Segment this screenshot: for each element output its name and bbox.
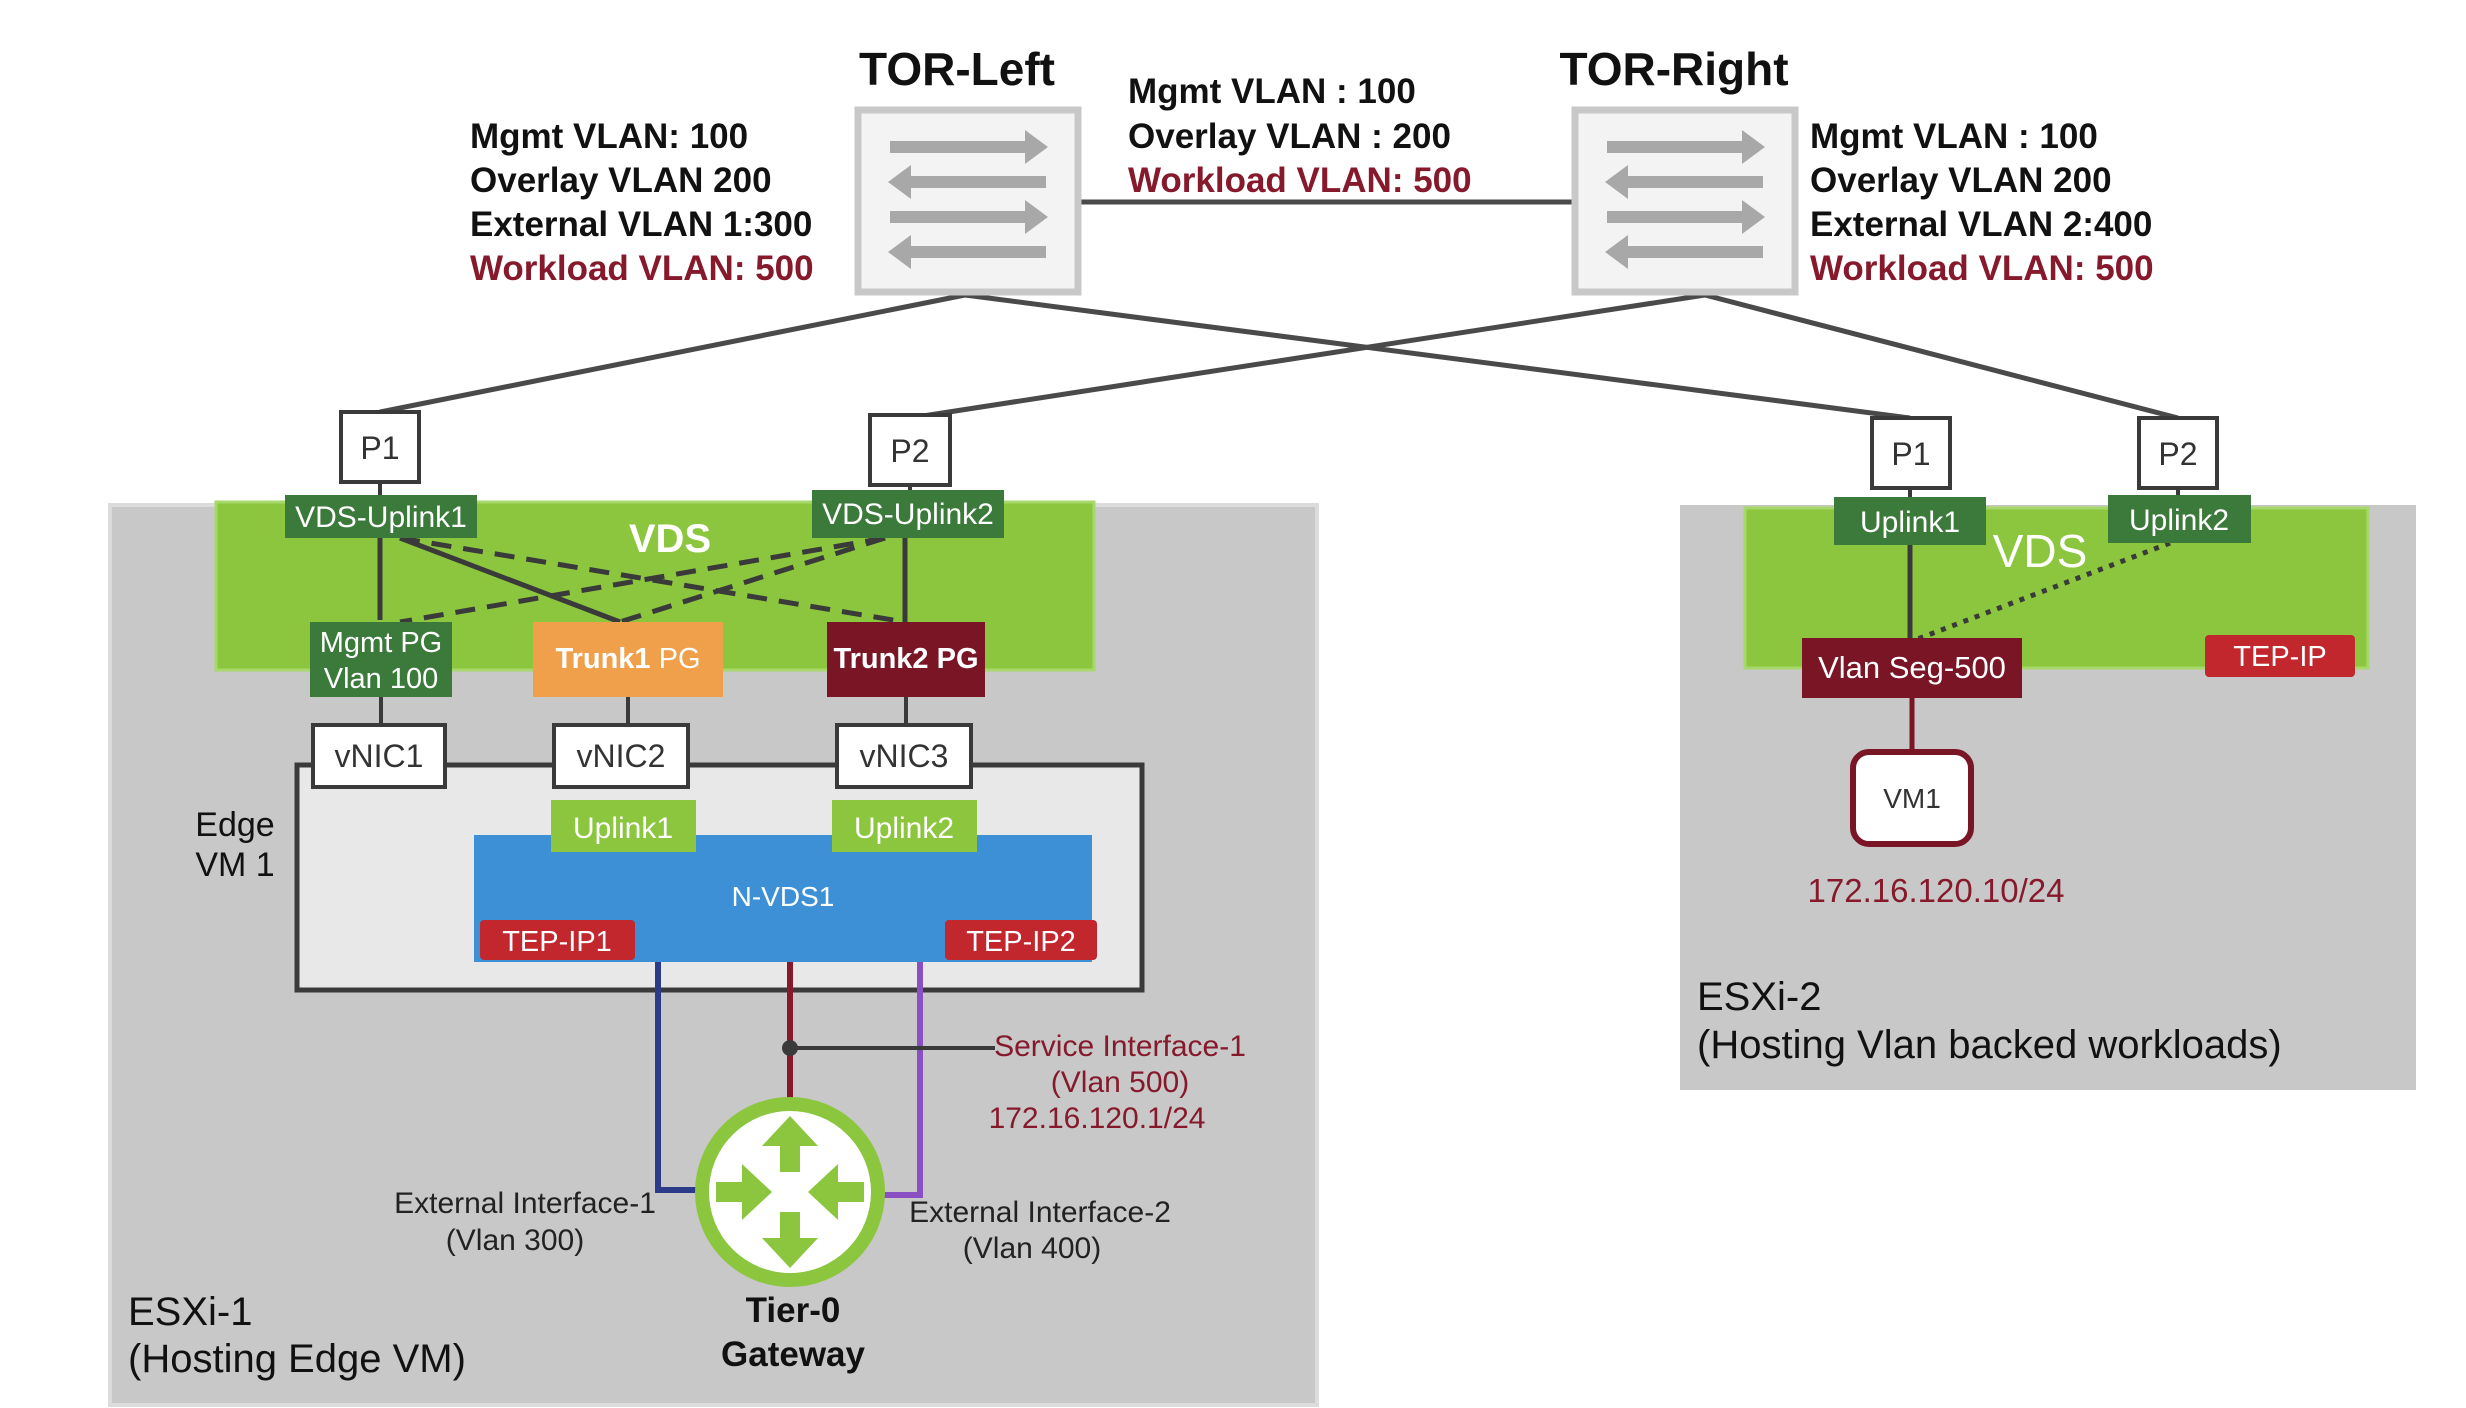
service-interface-name: Service Interface-1	[994, 1030, 1246, 1063]
esxi2-tep-ip	[2205, 635, 2355, 677]
trunk1-pg-suffix: PG	[659, 643, 701, 675]
esxi2-vds-label: VDS	[1993, 525, 2088, 577]
esxi2-label-line1: ESXi-2	[1697, 975, 1822, 1019]
esxi2-vds-uplink2	[2108, 495, 2251, 543]
mgmt-pg-line1: Mgmt PG	[320, 627, 442, 659]
vnic2-label: vNIC2	[577, 738, 666, 774]
esxi1-vds-links	[377, 535, 908, 625]
tor-left-external-vlan: External VLAN 1:300	[470, 205, 812, 244]
esxi1-label-line2: (Hosting Edge VM)	[128, 1337, 466, 1381]
esxi1-vds-uplink2-label: VDS-Uplink2	[822, 498, 994, 531]
tep-ip1	[480, 920, 635, 960]
inter-tor-config: Mgmt VLAN : 100 Overlay VLAN : 200 Workl…	[1128, 72, 1472, 200]
external-interface-2-name: External Interface-2	[909, 1196, 1171, 1229]
switch-arrows-icon	[888, 130, 1048, 269]
esxi2-tep-ip-label: TEP-IP	[2233, 641, 2326, 673]
esxi2-p1-label: P1	[1891, 436, 1930, 472]
esxi1-label-line1: ESXi-1	[128, 1290, 253, 1334]
external-interface-2-vlan: (Vlan 400)	[963, 1232, 1101, 1265]
esxi2-p2-label: P2	[2158, 436, 2197, 472]
mgmt-pg-line2: Vlan 100	[324, 663, 439, 695]
tor-right-title: TOR-Right	[1559, 43, 1788, 95]
uplink-cables	[379, 199, 2179, 421]
edge-vm-label-line2: VM 1	[195, 846, 274, 884]
nvds-uplink1	[551, 800, 696, 852]
esxi2-port-p2: P2	[2137, 416, 2219, 500]
tor-left-overlay-vlan: Overlay VLAN 200	[470, 161, 772, 200]
nvds1-label: N-VDS1	[732, 881, 835, 912]
vnic3-label: vNIC3	[860, 738, 949, 774]
tor-right-config: Mgmt VLAN : 100 Overlay VLAN 200 Externa…	[1810, 117, 2154, 288]
inter-tor-mgmt-vlan: Mgmt VLAN : 100	[1128, 72, 1416, 111]
external-interface-1-label: External Interface-1 (Vlan 300)	[394, 1187, 656, 1257]
tor-left-mgmt-vlan: Mgmt VLAN: 100	[470, 117, 748, 156]
vlan-segment-500	[1802, 638, 2022, 698]
service-interface-dot	[782, 1040, 798, 1056]
tier0-gateway-label-line2: Gateway	[721, 1335, 865, 1374]
vnic3	[835, 723, 973, 789]
tor-left-switch	[854, 106, 1082, 296]
tor-left-workload-vlan: Workload VLAN: 500	[470, 249, 814, 288]
esxi2-vds-links	[1907, 540, 2171, 643]
trunk2-pg-label: Trunk2 PG	[833, 643, 978, 675]
tor-right-mgmt-vlan: Mgmt VLAN : 100	[1810, 117, 2098, 156]
vnic1-label: vNIC1	[335, 738, 424, 774]
inter-tor-workload-vlan: Workload VLAN: 500	[1128, 161, 1472, 200]
esxi1-port-p1: P1	[339, 410, 421, 498]
tep-ip2	[945, 920, 1097, 960]
vm1-ip: 172.16.120.10/24	[1808, 872, 2065, 909]
inter-tor-overlay-vlan: Overlay VLAN : 200	[1128, 117, 1451, 156]
vnic2	[552, 723, 690, 789]
tep-ip2-label: TEP-IP2	[966, 926, 1076, 958]
tor-right-external-vlan: External VLAN 2:400	[1810, 205, 2152, 244]
vm1-label: VM1	[1883, 783, 1941, 814]
esxi2-vds-uplink1-label: Uplink1	[1860, 506, 1960, 539]
external-interface-1-name: External Interface-1	[394, 1187, 656, 1220]
esxi1-vds-uplink1	[285, 495, 477, 538]
service-interface-ip: 172.16.120.1/24	[989, 1102, 1206, 1135]
esxi2-vds-uplink1	[1834, 497, 1986, 545]
trunk1-pg-name: Trunk1	[555, 643, 650, 675]
external-interface-1-vlan: (Vlan 300)	[446, 1224, 584, 1257]
tier0-gateway-label-line1: Tier-0	[746, 1291, 841, 1330]
vnic1	[311, 723, 447, 789]
tor-right-switch	[1571, 106, 1799, 296]
nvds-uplink2-label: Uplink2	[854, 812, 954, 845]
service-interface-label: Service Interface-1 (Vlan 500) 172.16.12…	[989, 1030, 1246, 1135]
vm1	[1850, 749, 1974, 847]
tor-right-workload-vlan: Workload VLAN: 500	[1810, 249, 2154, 288]
esxi1-vds-uplink1-label: VDS-Uplink1	[295, 501, 467, 534]
tier0-gateway-router-icon	[695, 1097, 885, 1287]
esxi2-vds-uplink2-label: Uplink2	[2129, 504, 2229, 537]
service-interface-vlan: (Vlan 500)	[1051, 1066, 1189, 1099]
esxi1-vds-label: VDS	[629, 517, 711, 561]
esxi1-port-p2: P2	[868, 413, 952, 498]
switch-arrows-icon	[1605, 130, 1765, 269]
trunk1-pg-label: Trunk1 PG	[555, 643, 700, 675]
trunk2-port-group	[827, 622, 985, 697]
trunk1-port-group	[533, 622, 723, 697]
vlan-segment-500-label: Vlan Seg-500	[1818, 650, 2006, 685]
esxi1-vds-standby-links	[399, 535, 906, 625]
vnic-connectors	[379, 697, 908, 725]
esxi1-p1-label: P1	[360, 430, 399, 466]
tor-left-config: Mgmt VLAN: 100 Overlay VLAN 200 External…	[470, 117, 814, 288]
esxi2-port-p1: P1	[1870, 416, 1952, 500]
external-interface-2-label: External Interface-2 (Vlan 400)	[909, 1196, 1171, 1265]
esxi2-label-line2: (Hosting Vlan backed workloads)	[1697, 1023, 2282, 1067]
nvds-uplink2	[832, 800, 977, 852]
edge-vm-label-line1: Edge	[195, 806, 274, 844]
mgmt-port-group	[310, 622, 452, 697]
nvds-uplink1-label: Uplink1	[573, 812, 673, 845]
esxi1-p2-label: P2	[890, 433, 929, 469]
tor-right-overlay-vlan: Overlay VLAN 200	[1810, 161, 2112, 200]
esxi1-vds-uplink2	[812, 490, 1004, 538]
tep-ip1-label: TEP-IP1	[502, 926, 612, 958]
tor-left-title: TOR-Left	[859, 43, 1055, 95]
